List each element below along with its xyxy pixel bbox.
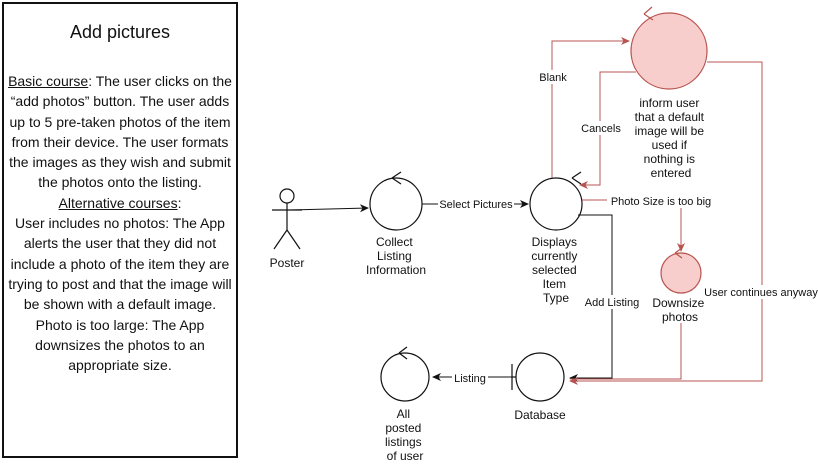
displays-label-line: selected [532, 263, 577, 277]
edge-label-select-pictures: Select Pictures [439, 199, 513, 211]
control-all-posted-listings [380, 346, 430, 402]
collect-label-line: Information [366, 263, 426, 277]
edge-label-bg [438, 197, 514, 211]
description-title: Add pictures [69, 22, 171, 42]
edge-label-bg [536, 70, 570, 84]
actor-poster [272, 188, 302, 250]
collect-label-line: Collect [376, 235, 413, 249]
displays-label: Displays currently selected Item Type [531, 235, 580, 305]
downsize-label-line: Downsize [652, 296, 704, 310]
edge-label-bg [607, 194, 713, 208]
alternative-courses-colon: : [177, 194, 182, 211]
collect-label: Collect Listing Information [366, 235, 426, 277]
inform-label-line: entered [651, 166, 692, 180]
actor-label: Poster [270, 256, 305, 270]
inform-label-line: used if [652, 138, 688, 152]
displays-label-line: Item [543, 277, 566, 291]
edge-user-continues [569, 61, 763, 385]
description-body: Basic course: The user clicks on the “ad… [6, 71, 234, 375]
basic-course-label: Basic course [8, 73, 89, 89]
control-downsize-photos [660, 247, 702, 294]
all-listings-label-line: All [397, 407, 410, 421]
inform-label: inform user that a default image will be… [635, 96, 708, 180]
edge-label-bg [579, 121, 623, 135]
edge-label-photo-size: Photo Size is too big [611, 196, 711, 208]
edge-label-user-continues: User continues anyway [704, 287, 818, 299]
control-collect-listing [369, 171, 423, 231]
collect-label-line: Listing [377, 249, 412, 263]
inform-label-line: image will be [635, 124, 705, 138]
all-listings-label-line: posted [385, 421, 421, 435]
control-inform-default-image [630, 6, 708, 90]
displays-label-line: currently [531, 249, 577, 263]
all-listings-label-line: listings [385, 435, 422, 449]
edge-label-blank: Blank [539, 72, 567, 84]
inform-label-line: that a default [635, 110, 705, 124]
alternative-course-no-photos: User includes no photos: The App alerts … [8, 215, 232, 313]
edge-downsize-to-database [570, 323, 682, 380]
description-box: Add pictures Basic course: The user clic… [2, 2, 238, 458]
inform-label-line: inform user [639, 96, 699, 110]
edge-label-add-listing: Add Listing [585, 297, 639, 309]
displays-label-line: Displays [532, 235, 577, 249]
all-listings-label-line: of user [387, 449, 424, 463]
database-label: Database [514, 408, 566, 422]
downsize-label-line: photos [662, 310, 698, 324]
displays-label-line: Type [543, 291, 569, 305]
edge-blank [551, 37, 630, 178]
downsize-label: Downsize photos [652, 296, 707, 324]
edge-actor-to-collect [289, 204, 369, 213]
inform-label-line: nothing is [644, 152, 695, 166]
alternative-course-too-large: Photo is too large: The App downsizes th… [35, 316, 205, 374]
entity-database [511, 352, 565, 402]
edge-label-bg [452, 371, 488, 385]
control-displays-item-type [529, 171, 583, 231]
basic-course-text: : The user clicks on the “add photos” bu… [9, 73, 232, 191]
edge-label-bg [704, 285, 818, 299]
edge-label-cancels: Cancels [581, 123, 621, 135]
edge-label-listing: Listing [454, 373, 486, 385]
edge-label-bg [582, 295, 642, 309]
alternative-courses-label: Alternative courses [58, 194, 178, 211]
all-listings-label: All posted listings of user [385, 407, 425, 463]
